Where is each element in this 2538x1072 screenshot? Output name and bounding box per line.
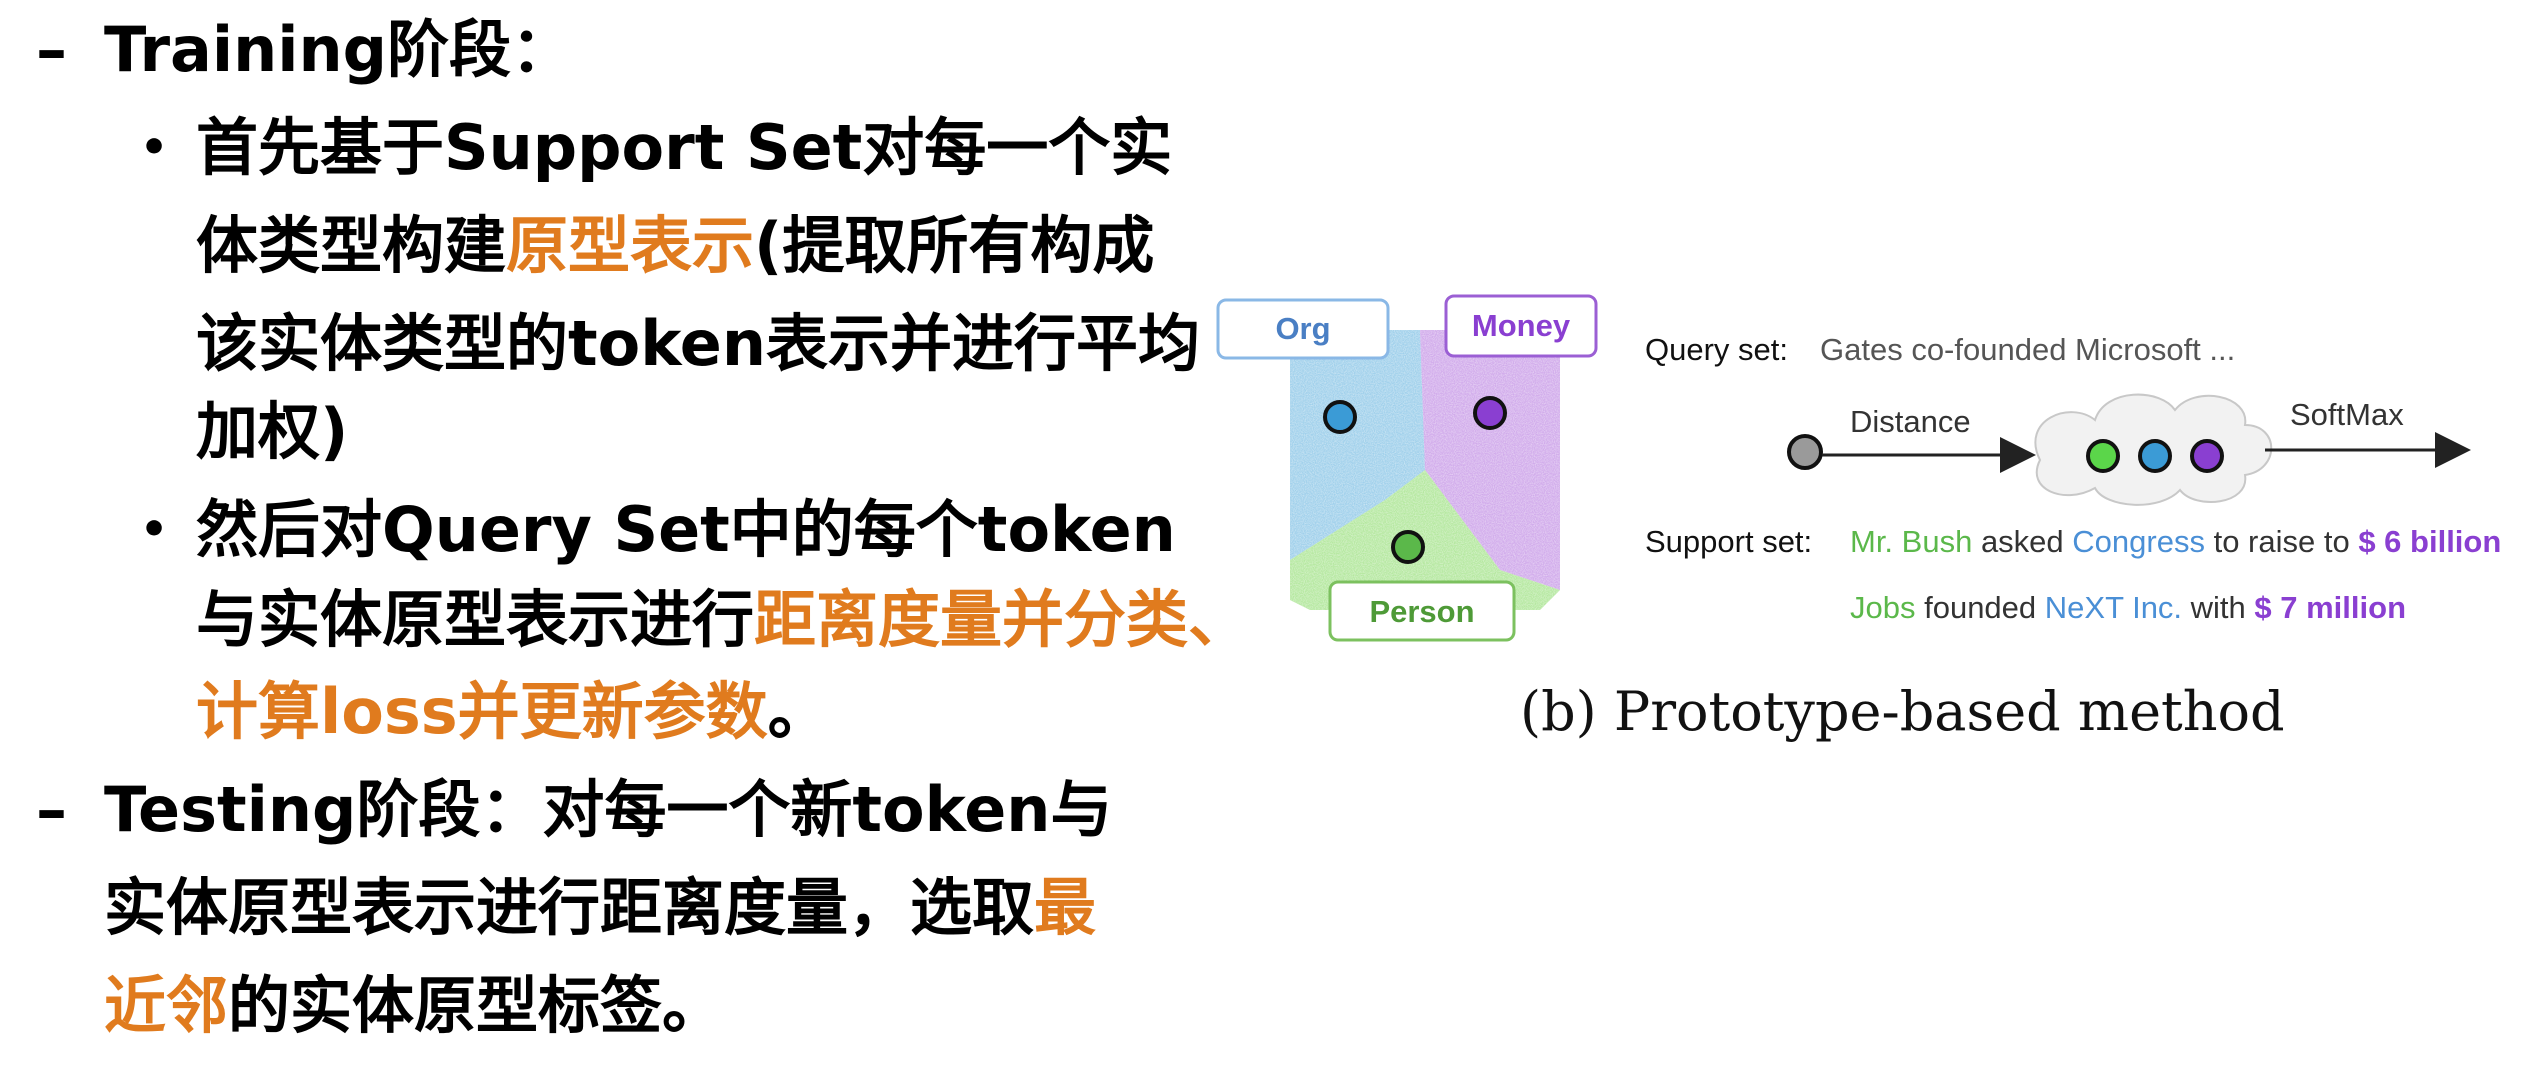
query-token-point: [1787, 434, 1823, 470]
cloud-money-point: [2190, 439, 2224, 473]
query-set-text: Gates co-founded Microsoft ...: [1820, 332, 2235, 367]
bullet-1-line-4: 加权): [196, 395, 349, 468]
slide-text: – Training阶段： • 首先基于Support Set对每一个实 体类型…: [0, 0, 1260, 1072]
money-prototype-point: [1473, 396, 1507, 430]
query-set-label: Query set:: [1645, 332, 1788, 367]
highlight-prototype: 原型表示: [506, 209, 755, 282]
testing-line-2: 实体原型表示进行距离度量，选取最: [104, 871, 1097, 944]
testing-dash: –: [36, 773, 67, 846]
bullet-marker: •: [140, 122, 169, 173]
training-heading: Training阶段：: [104, 13, 574, 86]
bullet-2-line-2: 与实体原型表示进行距离度量并分类、: [196, 583, 1251, 656]
highlight-nearest: 最: [1034, 871, 1097, 944]
region-org: [1290, 330, 1425, 560]
highlight-loss: 计算loss并更新参数: [196, 675, 768, 748]
person-prototype-point: [1391, 530, 1425, 564]
region-money: [1420, 330, 1560, 590]
region-person: [1290, 470, 1560, 610]
money-label: Money: [1472, 308, 1571, 343]
bullet-1-line-2: 体类型构建原型表示(提取所有构成: [196, 209, 1155, 282]
support-line-1: Mr. Bush asked Congress to raise to $ 6 …: [1850, 524, 2501, 559]
support-line-2: Jobs founded NeXT Inc. with $ 7 million: [1850, 590, 2406, 625]
org-label: Org: [1275, 311, 1330, 346]
support-set-label: Support set:: [1645, 524, 1812, 559]
money-label-box: Money: [1444, 294, 1598, 358]
bullet-1-line-3: 该实体类型的token表示并进行平均: [196, 307, 1200, 380]
testing-line-3: 近邻的实体原型标签。: [104, 969, 725, 1042]
highlight-neighbor: 近邻: [104, 969, 229, 1042]
training-dash: –: [36, 13, 67, 86]
org-label-box: Org: [1216, 298, 1390, 360]
bullet-marker: •: [140, 504, 169, 555]
figure-caption: (b) Prototype-based method: [1520, 680, 2285, 743]
distance-label: Distance: [1850, 404, 1971, 439]
prototype-figure: Org Money Person Query set: Gates co-fou…: [1216, 294, 2501, 642]
softmax-label: SoftMax: [2290, 397, 2404, 432]
bullet-1-line-1: 首先基于Support Set对每一个实: [196, 111, 1173, 184]
testing-line-1: Testing阶段：对每一个新token与: [104, 773, 1113, 846]
cloud-org-point: [2138, 439, 2172, 473]
cloud-person-point: [2086, 439, 2120, 473]
person-label-box: Person: [1328, 580, 1516, 642]
highlight-distance: 距离度量并分类、: [754, 583, 1251, 656]
person-label: Person: [1369, 594, 1474, 629]
bullet-2-line-1: 然后对Query Set中的每个token: [196, 493, 1176, 566]
bullet-2-line-3: 计算loss并更新参数。: [196, 675, 830, 748]
org-prototype-point: [1323, 400, 1357, 434]
